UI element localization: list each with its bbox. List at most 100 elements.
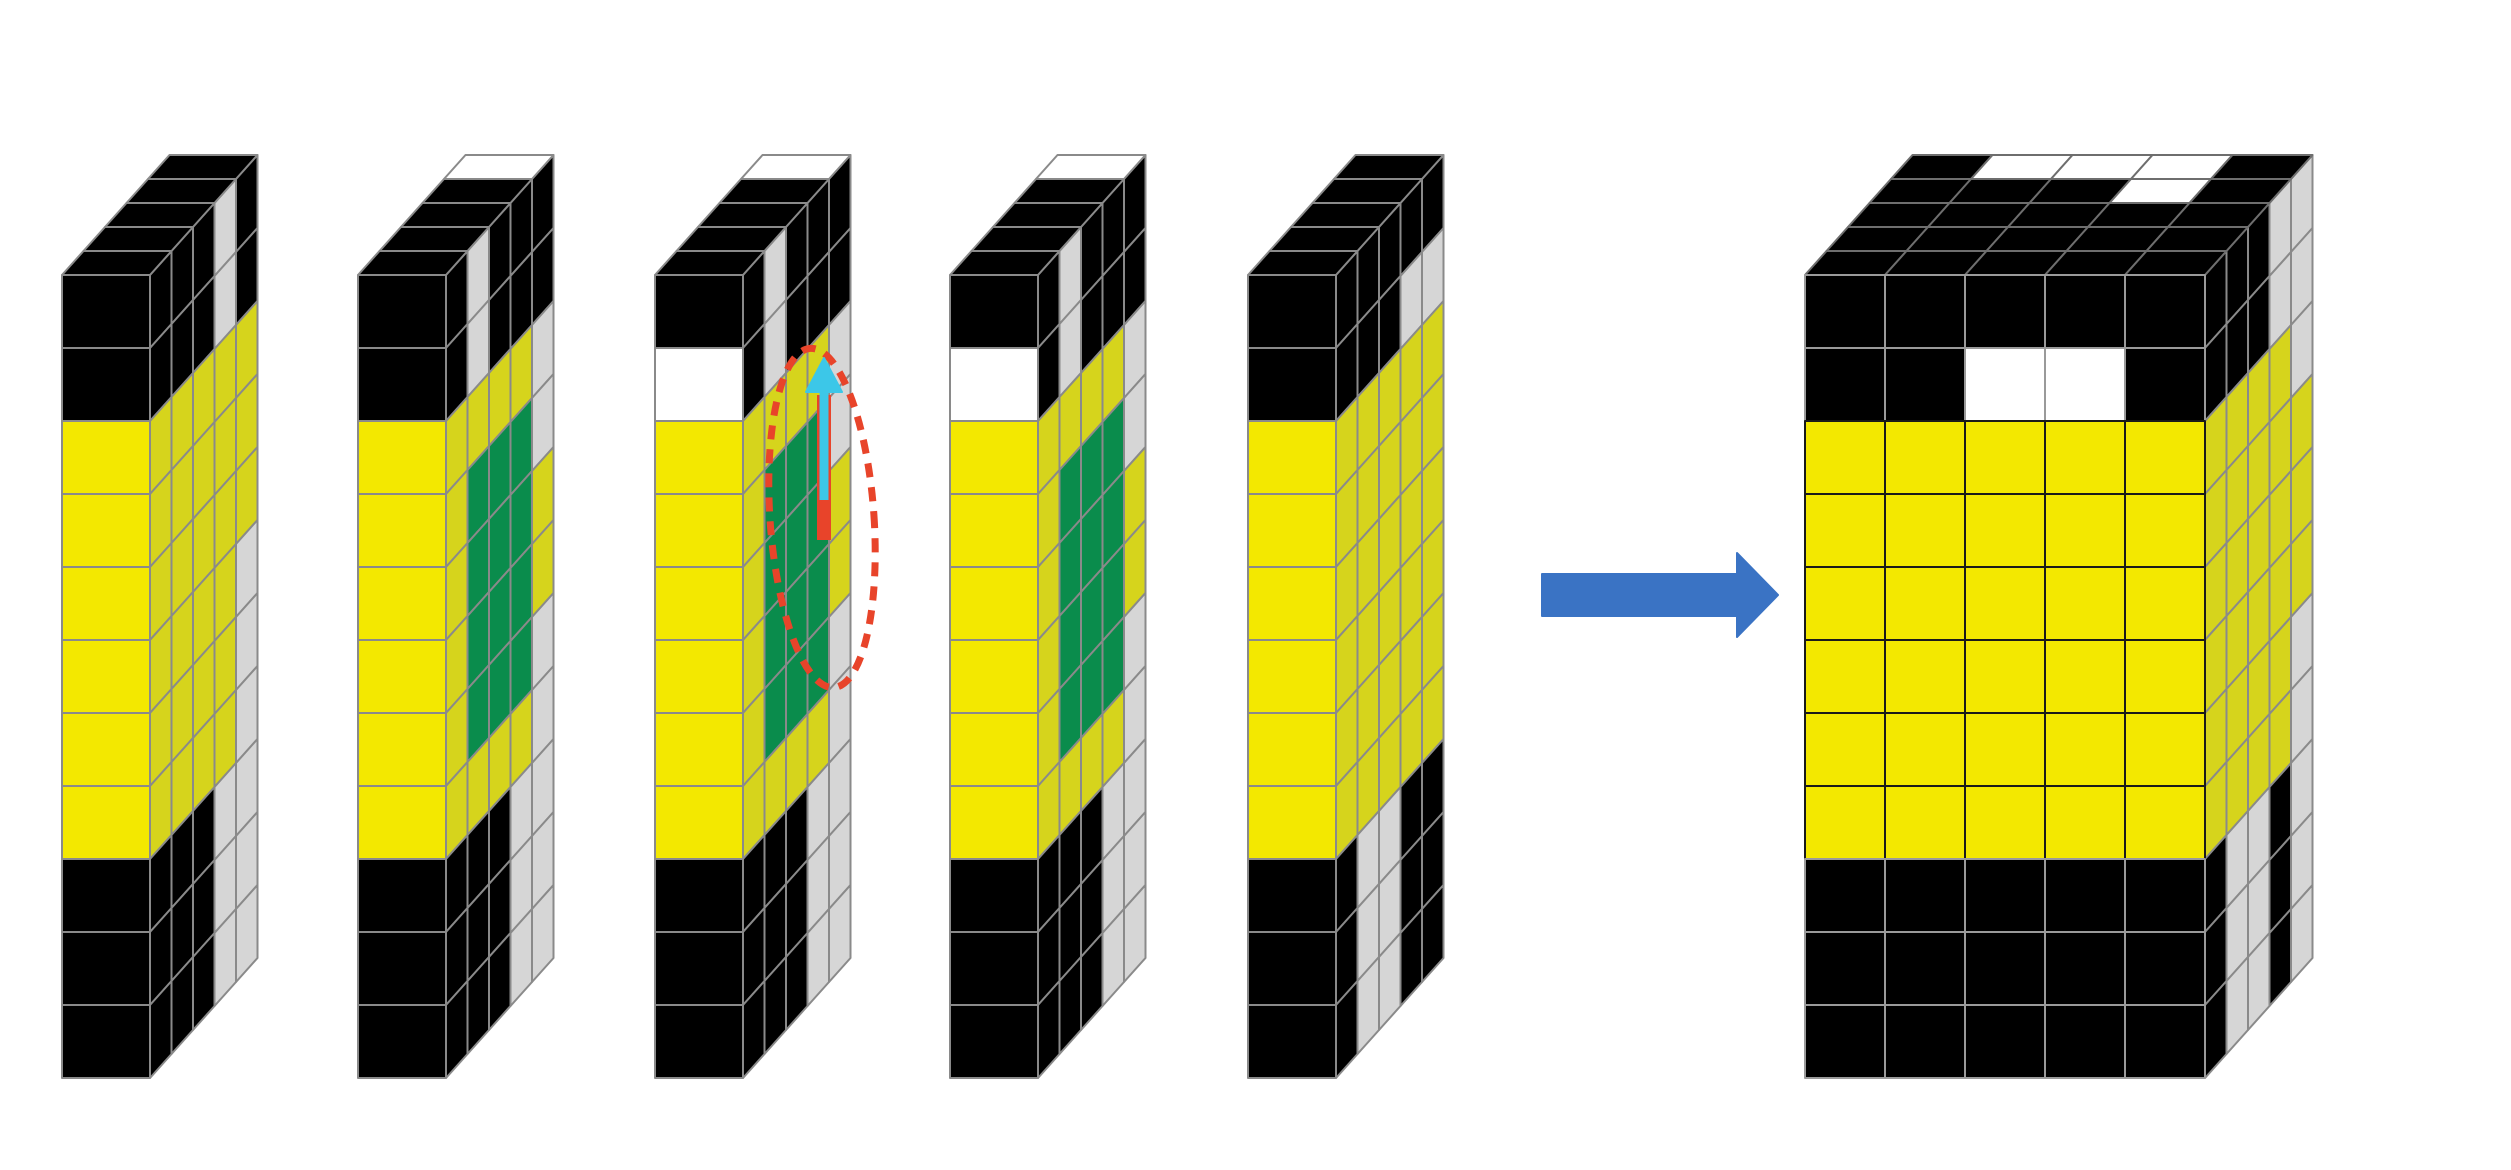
front-voxel xyxy=(654,858,744,933)
front-voxel xyxy=(1964,420,2046,495)
front-voxel xyxy=(1884,639,1966,714)
front-voxel xyxy=(2044,712,2126,787)
front-voxel xyxy=(357,931,447,1006)
front-voxel xyxy=(1964,347,2046,422)
front-voxel xyxy=(1247,639,1337,714)
front-voxel xyxy=(654,566,744,641)
front-voxel xyxy=(1964,566,2046,641)
front-voxel xyxy=(1964,858,2046,933)
side-voxel xyxy=(2290,884,2314,983)
front-voxel xyxy=(1247,420,1337,495)
front-voxel xyxy=(1247,566,1337,641)
front-voxel xyxy=(949,347,1039,422)
front-voxel xyxy=(1964,274,2046,349)
front-voxel xyxy=(2124,639,2206,714)
front-voxel xyxy=(1804,1004,1886,1079)
annotation-ellipse xyxy=(765,344,879,692)
voxel-slice xyxy=(654,154,852,1079)
front-voxel xyxy=(1804,347,1886,422)
voxel-slice xyxy=(949,154,1147,1079)
front-voxel xyxy=(949,931,1039,1006)
front-voxel xyxy=(1964,712,2046,787)
front-voxel xyxy=(1804,639,1886,714)
voxel-slices xyxy=(61,154,1445,1079)
up-arrow-icon xyxy=(805,357,843,393)
front-voxel xyxy=(1884,347,1966,422)
front-voxel xyxy=(654,931,744,1006)
front-voxel xyxy=(357,493,447,568)
front-voxel xyxy=(61,639,151,714)
front-voxel xyxy=(654,420,744,495)
front-voxel xyxy=(949,858,1039,933)
front-voxel xyxy=(61,420,151,495)
front-voxel xyxy=(2044,785,2126,860)
front-voxel xyxy=(2124,566,2206,641)
front-voxel xyxy=(2124,347,2206,422)
front-voxel xyxy=(357,639,447,714)
merged-voxel-block xyxy=(1804,154,2314,1079)
front-voxel xyxy=(2124,858,2206,933)
front-voxel xyxy=(949,566,1039,641)
front-voxel xyxy=(1247,493,1337,568)
front-voxel xyxy=(1884,858,1966,933)
front-voxel xyxy=(1884,1004,1966,1079)
front-voxel xyxy=(357,566,447,641)
front-voxel xyxy=(2044,1004,2126,1079)
front-voxel xyxy=(654,1004,744,1079)
top-voxel xyxy=(2210,154,2314,180)
front-voxel xyxy=(2044,493,2126,568)
front-voxel xyxy=(949,274,1039,349)
front-voxel xyxy=(61,858,151,933)
front-voxel xyxy=(357,858,447,933)
front-voxel xyxy=(2124,785,2206,860)
side-voxel xyxy=(235,884,259,983)
front-voxel xyxy=(1884,493,1966,568)
dashed-ellipse-icon xyxy=(765,344,879,692)
voxel-slice xyxy=(1247,154,1445,1079)
front-voxel xyxy=(1804,420,1886,495)
front-voxel xyxy=(949,1004,1039,1079)
front-voxel xyxy=(654,274,744,349)
front-voxel xyxy=(1804,931,1886,1006)
front-voxel xyxy=(949,493,1039,568)
voxel-slice xyxy=(357,154,555,1079)
front-voxel xyxy=(1804,274,1886,349)
front-voxel xyxy=(1964,639,2046,714)
front-voxel xyxy=(1247,785,1337,860)
front-voxel xyxy=(1247,347,1337,422)
front-voxel xyxy=(949,639,1039,714)
top-voxel xyxy=(147,154,259,180)
front-voxel xyxy=(654,639,744,714)
front-voxel xyxy=(61,712,151,787)
front-voxel xyxy=(654,712,744,787)
front-voxel xyxy=(2044,931,2126,1006)
right-arrow-icon xyxy=(1541,552,1779,638)
front-voxel xyxy=(61,1004,151,1079)
front-voxel xyxy=(1964,493,2046,568)
front-voxel xyxy=(2124,931,2206,1006)
front-voxel xyxy=(61,931,151,1006)
front-voxel xyxy=(1247,274,1337,349)
front-voxel xyxy=(949,420,1039,495)
front-voxel xyxy=(1964,785,2046,860)
front-voxel xyxy=(357,274,447,349)
front-voxel xyxy=(1247,712,1337,787)
right-arrow-shape xyxy=(1541,552,1779,638)
front-voxel xyxy=(1884,566,1966,641)
front-voxel xyxy=(1964,931,2046,1006)
front-voxel xyxy=(1804,858,1886,933)
voxel-slice xyxy=(61,154,259,1079)
front-voxel xyxy=(2044,858,2126,933)
front-voxel xyxy=(357,712,447,787)
front-voxel xyxy=(357,347,447,422)
front-voxel xyxy=(61,785,151,860)
front-voxel xyxy=(654,493,744,568)
front-voxel xyxy=(2044,274,2126,349)
front-voxel xyxy=(1884,712,1966,787)
front-voxel xyxy=(2044,566,2126,641)
front-voxel xyxy=(1804,712,1886,787)
side-voxel xyxy=(1123,884,1147,983)
front-voxel xyxy=(61,347,151,422)
front-voxel xyxy=(1804,493,1886,568)
